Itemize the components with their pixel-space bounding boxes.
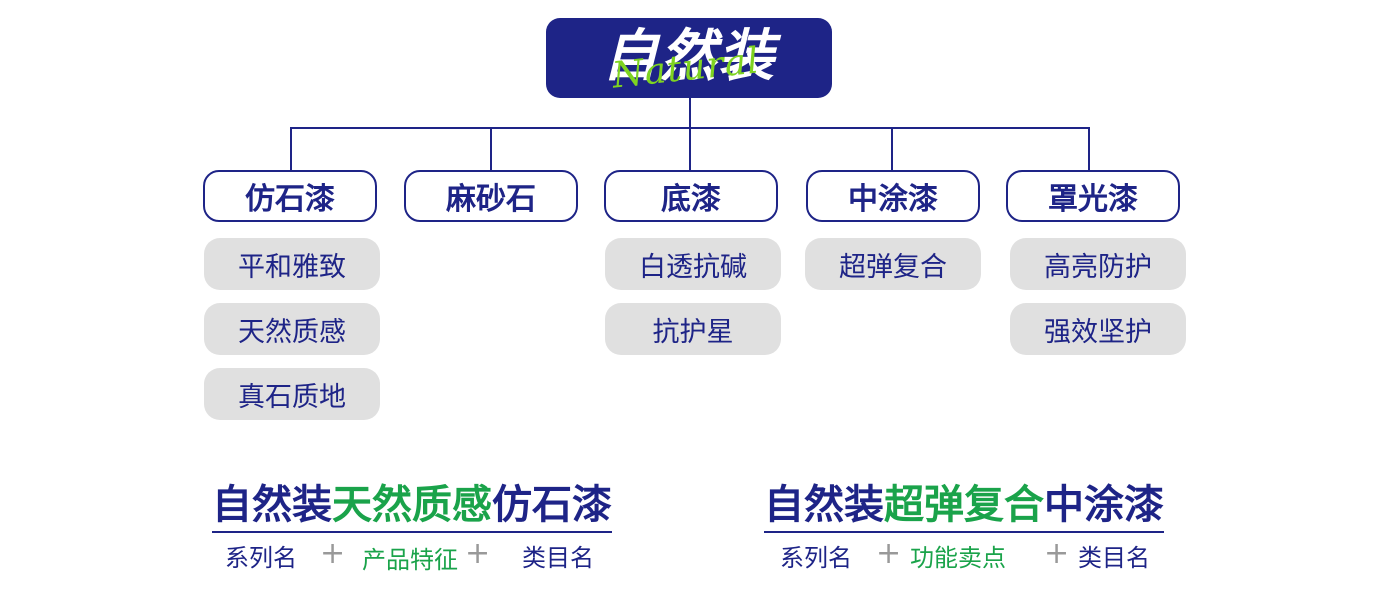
feature-chip: 天然质感 (204, 303, 380, 355)
plus-icon: + (1044, 536, 1070, 571)
formula-2: 自然装超弹复合中涂漆 (764, 480, 1164, 533)
connector-drop-1 (290, 127, 292, 171)
header-box (546, 18, 832, 98)
connector-drop-2 (490, 127, 492, 171)
category-zhongtuqi: 中涂漆 (806, 170, 980, 222)
formula-1-feature-caption: 产品特征 (362, 546, 458, 574)
feature-chip: 强效坚护 (1010, 303, 1186, 355)
formula-1-series: 自然装 (212, 480, 332, 533)
feature-chip: 超弹复合 (805, 238, 981, 290)
formula-2-series: 自然装 (764, 480, 884, 533)
plus-icon: + (465, 536, 491, 571)
formula-2-category: 中涂漆 (1044, 480, 1164, 533)
formula-1-feature: 天然质感 (332, 480, 492, 533)
category-mashashi: 麻砂石 (404, 170, 578, 222)
plus-icon: + (876, 536, 902, 571)
connector-trunk (689, 98, 691, 128)
connector-drop-4 (891, 127, 893, 171)
feature-chip: 平和雅致 (204, 238, 380, 290)
connector-drop-5 (1088, 127, 1090, 171)
category-fangshiqi: 仿石漆 (203, 170, 377, 222)
formula-1-category: 仿石漆 (492, 480, 612, 533)
formula-1: 自然装天然质感仿石漆 (212, 480, 612, 533)
formula-2-feature: 超弹复合 (884, 480, 1044, 533)
formula-2-feature-caption: 功能卖点 (910, 544, 1006, 572)
feature-chip: 高亮防护 (1010, 238, 1186, 290)
feature-chip: 白透抗碱 (605, 238, 781, 290)
connector-drop-3 (689, 127, 691, 171)
formula-2-series-caption: 系列名 (780, 544, 852, 572)
formula-1-series-caption: 系列名 (225, 544, 297, 572)
formula-2-category-caption: 类目名 (1078, 544, 1150, 572)
feature-chip: 抗护星 (605, 303, 781, 355)
feature-chip: 真石质地 (204, 368, 380, 420)
category-diqi: 底漆 (604, 170, 778, 222)
category-zhaoguangqi: 罩光漆 (1006, 170, 1180, 222)
formula-1-category-caption: 类目名 (522, 544, 594, 572)
plus-icon: + (320, 536, 346, 571)
header-title: 自然装 (602, 24, 776, 89)
